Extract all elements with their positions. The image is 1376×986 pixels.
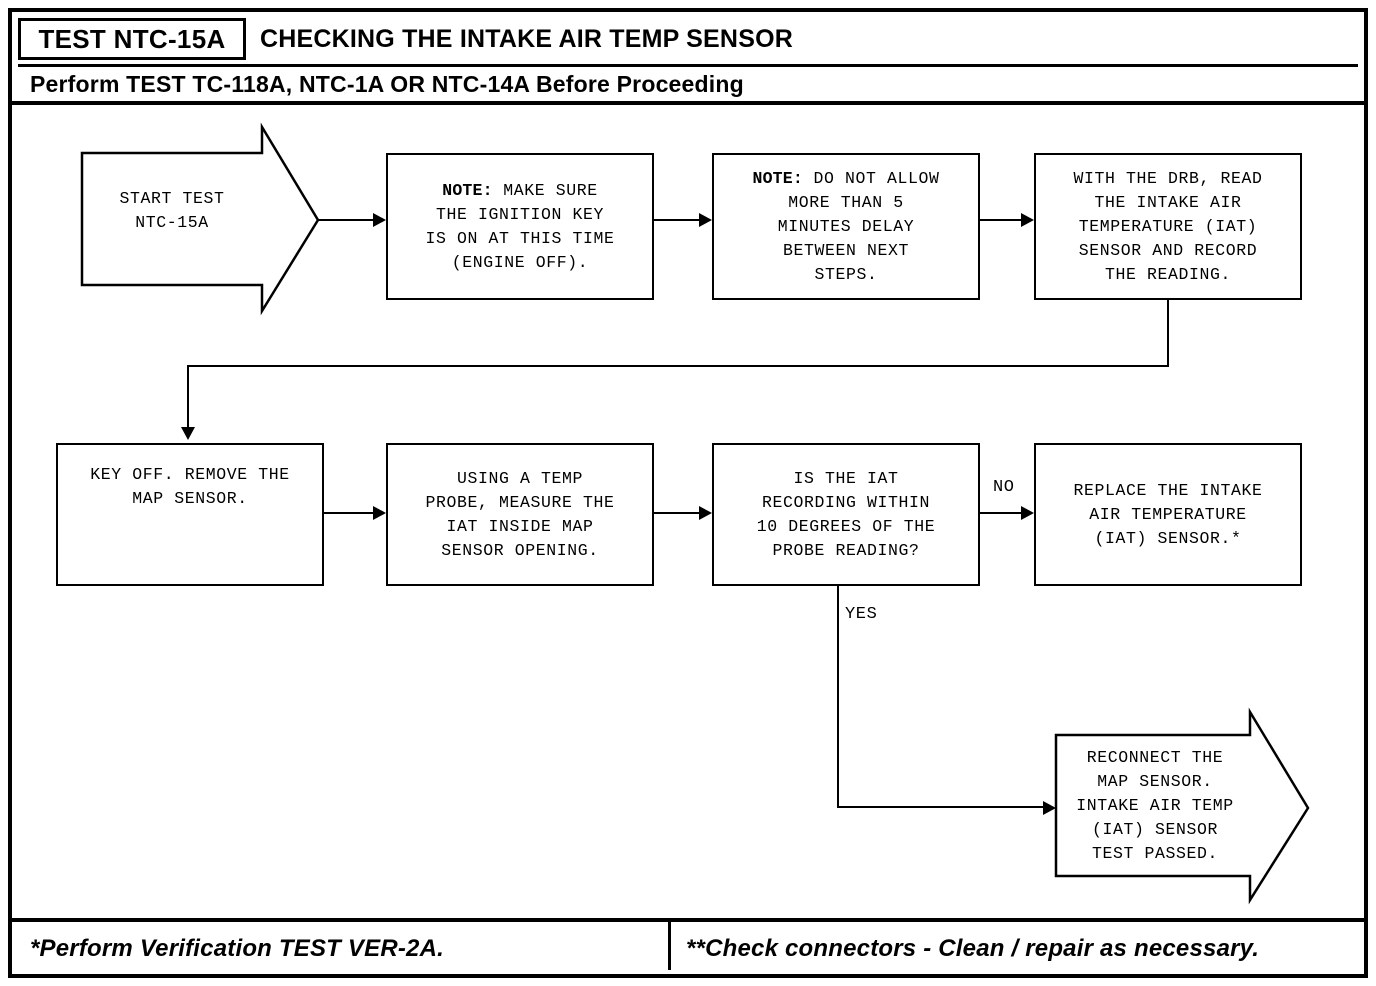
node-test-passed: RECONNECT THE MAP SENSOR. INTAKE AIR TEM… (1054, 707, 1312, 906)
arrowhead-note2-to-readdrb (1021, 213, 1034, 227)
note-keyword: NOTE: (752, 168, 803, 188)
arrowhead-decision-no (1021, 506, 1034, 520)
node-key-off: KEY OFF. REMOVE THE MAP SENSOR. (56, 443, 324, 586)
test-passed-arrow-shape (1054, 707, 1310, 905)
footer-note-left: *Perform Verification TEST VER-2A. (30, 928, 444, 970)
node-note-ignition: NOTE: MAKE SURE THE IGNITION KEY IS ON A… (386, 153, 654, 300)
connector-note1-to-note2 (654, 219, 700, 221)
footer-note-right-text: **Check connectors - Clean / repair as n… (686, 935, 1260, 962)
arrowhead-decision-yes (1043, 801, 1056, 815)
connector-note2-to-readdrb (980, 219, 1022, 221)
note-keyword: NOTE: (442, 180, 493, 200)
edge-label-yes: YES (845, 605, 878, 624)
header: TEST NTC-15A CHECKING THE INTAKE AIR TEM… (8, 8, 1368, 105)
footer-note-right: **Check connectors - Clean / repair as n… (686, 928, 1259, 970)
connector-decision-yes-right (837, 806, 1045, 808)
footer-divider (668, 922, 671, 970)
node-start-test-text: START TEST NTC-15A (119, 189, 225, 232)
page-border (8, 8, 1368, 978)
test-id-label: TEST NTC-15A (38, 23, 226, 54)
header-divider (18, 64, 1358, 67)
node-note-delay-text: NOTE: DO NOT ALLOW MORE THAN 5 MINUTES D… (748, 167, 943, 287)
arrowhead-keyoff-to-probe (373, 506, 386, 520)
start-arrow-shape (80, 122, 320, 316)
node-decision-iat: IS THE IAT RECORDING WITHIN 10 DEGREES O… (712, 443, 980, 586)
node-temp-probe: USING A TEMP PROBE, MEASURE THE IAT INSI… (386, 443, 654, 586)
connector-probe-to-decision (654, 512, 700, 514)
node-note-delay-body: DO NOT ALLOW MORE THAN 5 MINUTES DELAY B… (777, 168, 940, 284)
page-title: CHECKING THE INTAKE AIR TEMP SENSOR (260, 25, 793, 53)
header-bottom-rule (8, 101, 1368, 105)
connector-decision-no (980, 512, 1022, 514)
connector-decision-yes-down (837, 586, 839, 808)
node-temp-probe-text: USING A TEMP PROBE, MEASURE THE IAT INSI… (425, 468, 615, 560)
node-note-delay: NOTE: DO NOT ALLOW MORE THAN 5 MINUTES D… (712, 153, 980, 300)
arrowhead-start-to-note1 (373, 213, 386, 227)
node-note-ignition-body: MAKE SURE THE IGNITION KEY IS ON AT THIS… (425, 180, 615, 272)
node-read-drb-text: WITH THE DRB, READ THE INTAKE AIR TEMPER… (1073, 168, 1263, 284)
arrowhead-to-keyoff (181, 427, 195, 440)
connector-start-to-note1 (318, 219, 374, 221)
connector-readdrb-left (187, 365, 1169, 367)
arrowhead-probe-to-decision (699, 506, 712, 520)
node-decision-iat-text: IS THE IAT RECORDING WITHIN 10 DEGREES O… (756, 468, 936, 560)
node-read-drb: WITH THE DRB, READ THE INTAKE AIR TEMPER… (1034, 153, 1302, 300)
edge-label-no: NO (993, 478, 1015, 497)
connector-readdrb-down (1167, 300, 1169, 367)
footer-note-left-text: *Perform Verification TEST VER-2A. (30, 935, 445, 962)
arrowhead-note1-to-note2 (699, 213, 712, 227)
node-test-passed-text: RECONNECT THE MAP SENSOR. INTAKE AIR TEM… (1076, 748, 1234, 863)
connector-down-to-keyoff (187, 365, 189, 428)
connector-keyoff-to-probe (324, 512, 374, 514)
footer-top-rule (8, 918, 1368, 922)
node-start-test: START TEST NTC-15A (80, 122, 322, 316)
header-subtitle: Perform TEST TC-118A, NTC-1A OR NTC-14A … (30, 71, 744, 97)
node-replace-iat-text: REPLACE THE INTAKE AIR TEMPERATURE (IAT)… (1073, 480, 1263, 548)
node-note-ignition-text: NOTE: MAKE SURE THE IGNITION KEY IS ON A… (421, 179, 618, 275)
node-replace-iat: REPLACE THE INTAKE AIR TEMPERATURE (IAT)… (1034, 443, 1302, 586)
node-key-off-text: KEY OFF. REMOVE THE MAP SENSOR. (90, 465, 290, 508)
test-id-box: TEST NTC-15A (18, 18, 246, 60)
